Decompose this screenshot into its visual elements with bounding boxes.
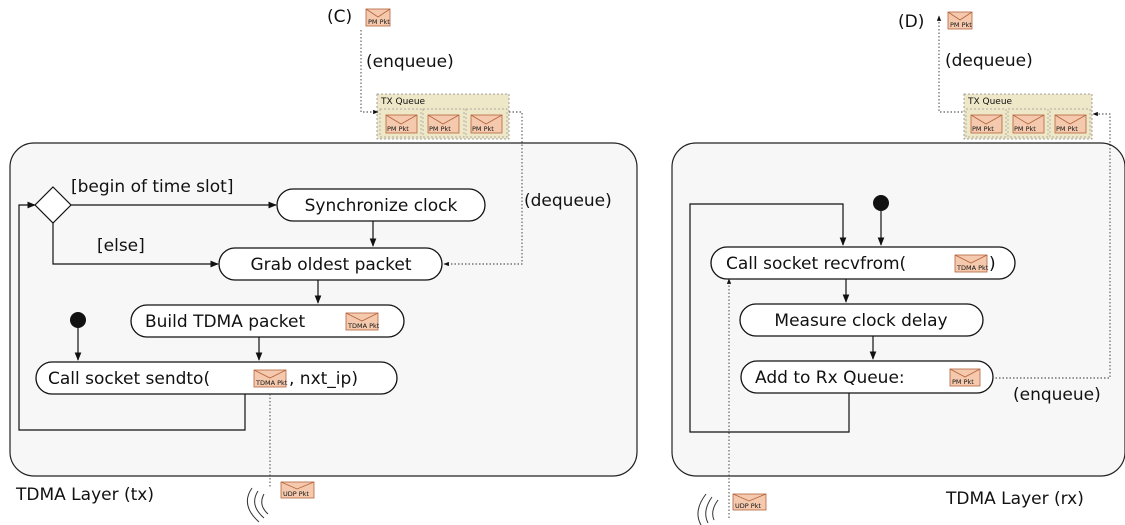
tx-endpoint-label: (C): [327, 7, 352, 27]
rx-step-add-packet-label: PM Pkt: [952, 378, 974, 386]
tdma-packet-icon: TDMA Pkt: [954, 254, 989, 273]
tx-queue-item-label: PM Pkt: [472, 125, 494, 133]
tx-queue-item-label: PM Pkt: [429, 125, 451, 133]
rx-endpoint-packet-label: PM Pkt: [950, 21, 972, 29]
rx-enqueue-flow: [992, 111, 1111, 379]
tx-step-sync: Synchronize clock: [276, 188, 486, 222]
tx-layer-label: TDMA Layer (tx): [15, 485, 154, 505]
rx-queue-item-label: PM Pkt: [972, 125, 994, 133]
tdma-packet-icon: TDMA Pkt: [253, 369, 288, 388]
tx-queue-title: TX Queue: [380, 97, 426, 107]
rx-step-add-label: Add to Rx Queue:: [755, 368, 905, 388]
tx-step-build-label: Build TDMA packet: [145, 312, 306, 332]
tx-enqueue-label: (enqueue): [366, 52, 454, 72]
rx-flow-loop: [689, 203, 850, 433]
rx-step-add: Add to Rx Queue: PM Pkt: [740, 360, 994, 394]
rx-step-recv: Call socket recvfrom( TDMA Pkt ): [710, 246, 1016, 280]
tx-step-grab-label: Grab oldest packet: [251, 255, 412, 275]
tx-panel: TDMA Layer (tx) (C) PM Pkt (enqueue) TX …: [9, 7, 638, 523]
rx-endpoint-label: (D): [898, 12, 924, 32]
tx-guard-begin: [begin of time slot]: [71, 177, 233, 197]
tx-step-grab: Grab oldest packet: [218, 247, 443, 281]
rx-udp-packet-label: UDP Pkt: [735, 502, 761, 510]
tx-enqueue-flow: [360, 30, 379, 115]
rx-dequeue-flow: [936, 15, 966, 113]
tx-step-build-packet-label: TDMA Pkt: [347, 322, 380, 330]
tx-queue-item: PM Pkt: [422, 108, 465, 138]
tx-step-send: Call socket sendto( TDMA Pkt , nxt_ip): [35, 361, 398, 395]
tx-step-build: Build TDMA packet TDMA Pkt: [130, 304, 405, 338]
rx-step-recv-pre: Call socket recvfrom(: [726, 254, 906, 274]
tx-step-send-pre: Call socket sendto(: [48, 369, 210, 389]
tx-queue-item: PM Pkt: [465, 108, 508, 138]
tx-queue-item: PM Pkt: [379, 108, 422, 138]
rx-endpoint-packet-icon: PM Pkt: [947, 11, 973, 30]
rx-step-recv-post: ): [989, 254, 996, 274]
tx-step-send-post: , nxt_ip): [289, 369, 358, 389]
tx-queue: TX Queue PM Pkt PM Pkt PM Pkt: [376, 93, 510, 140]
rx-layer-label: TDMA Layer (rx): [945, 489, 1084, 509]
rx-step-measure-label: Measure clock delay: [774, 311, 947, 331]
rx-queue-title: TX Queue: [967, 97, 1013, 107]
rx-queue-item: PM Pkt: [1007, 108, 1049, 138]
tx-step-send-packet-label: TDMA Pkt: [255, 379, 288, 387]
rx-dequeue-label: (dequeue): [945, 51, 1033, 71]
tx-flow-loop: [18, 201, 246, 431]
rx-step-measure: Measure clock delay: [739, 303, 984, 337]
pm-packet-icon: PM Pkt: [949, 368, 981, 387]
tx-dequeue-label: (dequeue): [524, 191, 612, 211]
rx-queue-item: PM Pkt: [965, 108, 1007, 138]
tx-dequeue-flow: [443, 111, 523, 267]
rx-queue-item-label: PM Pkt: [1014, 125, 1036, 133]
rx-queue-item-label: PM Pkt: [1056, 125, 1078, 133]
tx-udp-packet-label: UDP Pkt: [283, 490, 309, 498]
rx-panel: TDMA Layer (rx) (D) PM Pkt (dequeue) TX …: [671, 11, 1125, 525]
rx-queue-item: PM Pkt: [1049, 108, 1091, 138]
rx-udp-packet-icon: UDP Pkt: [732, 493, 767, 511]
tdma-packet-icon: TDMA Pkt: [345, 312, 380, 331]
rx-step-recv-packet-label: TDMA Pkt: [956, 264, 989, 272]
tx-step-sync-label: Synchronize clock: [305, 196, 458, 216]
tx-udp-packet-icon: UDP Pkt: [280, 481, 315, 499]
rx-initial-node: [873, 195, 889, 211]
rx-enqueue-label: (enqueue): [1013, 385, 1101, 405]
tx-endpoint-packet-label: PM Pkt: [368, 18, 390, 26]
tx-initial-node: [70, 312, 86, 328]
rx-radio-wave-icon: [697, 493, 719, 525]
tx-queue-item-label: PM Pkt: [387, 125, 409, 133]
tx-flow-else: [52, 223, 219, 268]
tx-radio-wave-icon: [246, 487, 269, 523]
rx-queue: TX Queue PM Pkt PM Pkt PM Pkt: [963, 93, 1093, 140]
tx-endpoint-packet-icon: PM Pkt: [365, 8, 391, 27]
tx-guard-else: [else]: [97, 236, 145, 256]
